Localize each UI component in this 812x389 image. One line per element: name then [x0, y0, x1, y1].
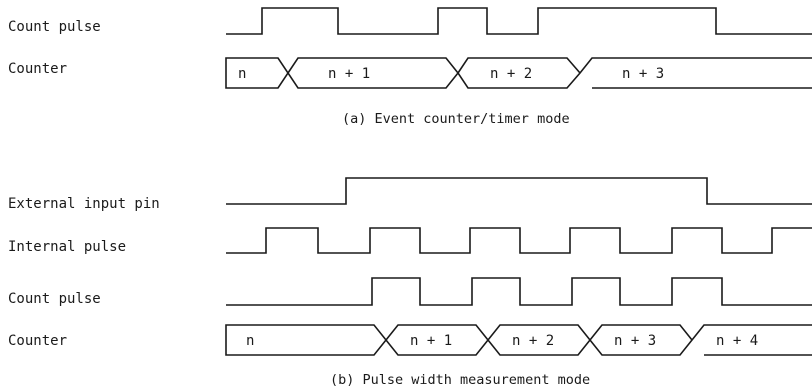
- waveform-count-pulse-a: [226, 7, 812, 35]
- label-internal-pulse: Internal pulse: [8, 239, 126, 255]
- counter-b-value-1: n: [246, 333, 254, 349]
- counter-a-value-1: n: [238, 66, 246, 82]
- label-counter-b: Counter: [8, 333, 67, 349]
- counter-a-value-3: n + 2: [490, 66, 532, 82]
- waveform-internal-pulse: [226, 227, 812, 254]
- counter-a-value-4: n + 3: [622, 66, 664, 82]
- counter-b-value-2: n + 1: [410, 333, 452, 349]
- caption-a: (a) Event counter/timer mode: [342, 111, 570, 127]
- counter-b-value-5: n + 4: [716, 333, 758, 349]
- diagram-a: Count pulse Counter n n + 1 n + 2 n + 3 …: [8, 7, 812, 127]
- waveform-count-pulse-b: [226, 277, 812, 306]
- bus-counter-a: [225, 57, 812, 89]
- label-count-pulse-a: Count pulse: [8, 19, 101, 35]
- counter-b-value-4: n + 3: [614, 333, 656, 349]
- counter-b-value-3: n + 2: [512, 333, 554, 349]
- label-count-pulse-b: Count pulse: [8, 291, 101, 307]
- label-counter-a: Counter: [8, 61, 67, 77]
- counter-a-value-2: n + 1: [328, 66, 370, 82]
- diagram-b: External input pin Internal pulse Count …: [8, 177, 812, 388]
- label-external-input-pin: External input pin: [8, 196, 160, 212]
- waveform-external-input-pin: [226, 177, 812, 205]
- bus-counter-b: [225, 324, 812, 356]
- caption-b: (b) Pulse width measurement mode: [330, 372, 590, 388]
